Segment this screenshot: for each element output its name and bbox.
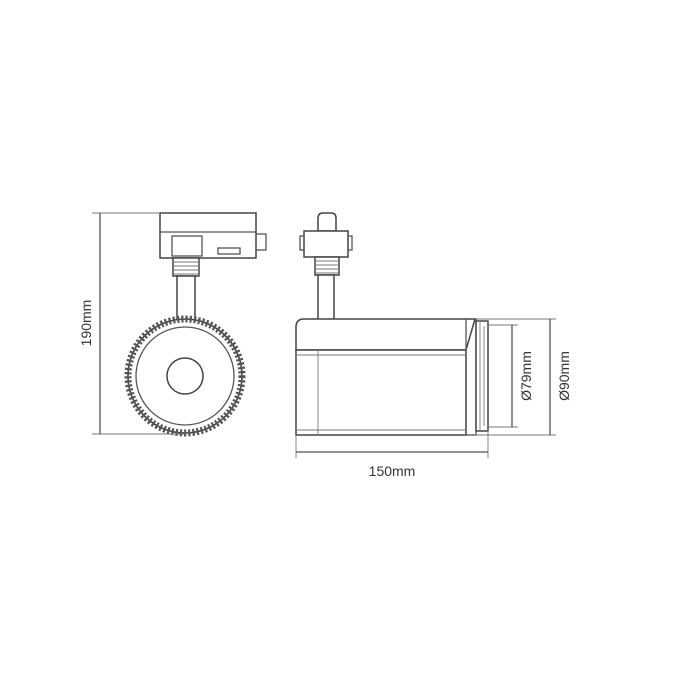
inner-diameter-label: Ø79mm (518, 351, 534, 401)
outer-diameter-label: Ø90mm (556, 351, 572, 401)
front-adapter (159, 212, 267, 259)
height-label: 190mm (78, 300, 94, 347)
inner-diameter-dimension: Ø79mm (488, 324, 534, 428)
front-lamp-head (124, 315, 246, 437)
side-view (295, 212, 489, 436)
length-dimension: 150mm (295, 431, 489, 479)
side-collar (314, 256, 340, 276)
side-lens-ring (475, 320, 489, 432)
side-housing (295, 318, 477, 436)
front-collar (172, 257, 200, 277)
side-arm (317, 274, 335, 322)
outer-diameter-dimension: Ø90mm (476, 318, 572, 436)
length-label: 150mm (369, 463, 416, 479)
height-dimension: 190mm (78, 212, 185, 435)
front-arm (176, 275, 196, 323)
front-view (124, 212, 267, 437)
side-adapter (299, 212, 353, 258)
